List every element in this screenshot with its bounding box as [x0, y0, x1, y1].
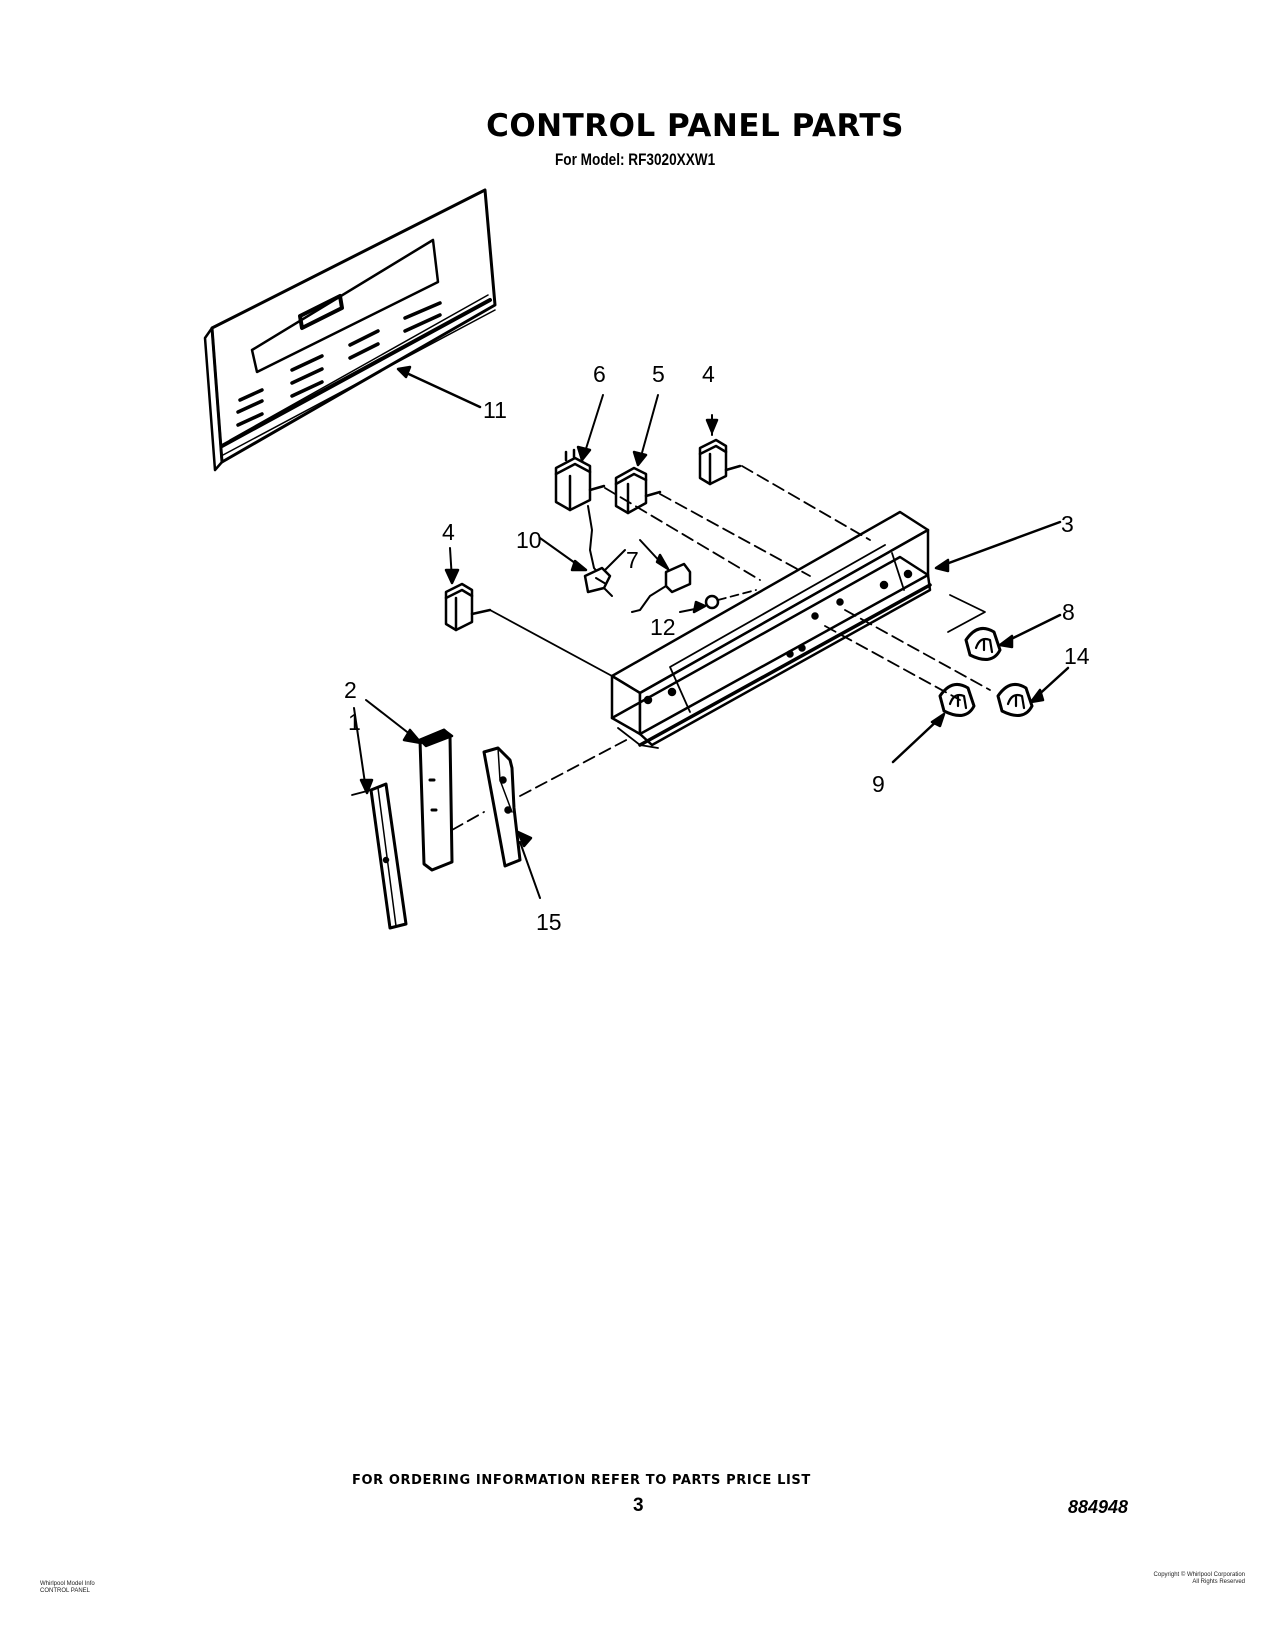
- part-8-knob: [964, 626, 1002, 661]
- alignment-line-left-switch: [489, 609, 613, 677]
- knob-8-bracket: [947, 594, 986, 633]
- part-10-light: [539, 537, 626, 597]
- part-6-infinite-switch: [554, 394, 606, 576]
- fine-print-left: Whirlpool Model Info CONTROL PANEL: [40, 1581, 95, 1595]
- part-4-switch-top: [698, 414, 742, 486]
- alignment-line-harness: [717, 589, 757, 601]
- model-subtitle: For Model: RF3020XXW1: [555, 150, 716, 169]
- ordering-info-text: FOR ORDERING INFORMATION REFER TO PARTS …: [352, 1473, 811, 1488]
- callout-5: 5: [652, 361, 665, 387]
- fine-print-right-line: Copyright © Whirlpool Corporation: [1153, 1572, 1245, 1578]
- fine-print-left-line: CONTROL PANEL: [40, 1588, 91, 1594]
- callout-14: 14: [1064, 643, 1090, 669]
- leader-11: [396, 365, 482, 409]
- callout-2: 2: [344, 677, 357, 703]
- callout-3: 3: [1061, 511, 1074, 537]
- callout-4-left: 4: [442, 519, 455, 545]
- callout-10: 10: [516, 527, 542, 553]
- callout-1: 1: [348, 709, 361, 735]
- page-title: CONTROL PANEL PARTS: [486, 108, 904, 144]
- part-2-bracket: [365, 699, 454, 872]
- part-12-bulb: [679, 594, 720, 614]
- callout-9: 9: [872, 771, 885, 797]
- callout-11: 11: [483, 397, 507, 423]
- leader-3: [934, 520, 1062, 573]
- part-1-end-cap: [351, 707, 408, 930]
- callout-4-top: 4: [702, 361, 715, 387]
- page-number: 3: [633, 1495, 644, 1516]
- part-11-console-panel: [203, 188, 497, 472]
- alignment-lines-top: [604, 465, 871, 581]
- part-14-knob: [996, 682, 1034, 717]
- callout-labels: 11 6 5 4 3 4 10 7 12 8 14 9 2 1 15: [344, 361, 1090, 935]
- part-5-switch: [614, 394, 662, 515]
- leaders-knobs: [891, 613, 1070, 764]
- part-4-switch-left: [444, 547, 492, 632]
- fine-print-right-line: All Rights Reserved: [1192, 1579, 1245, 1585]
- fine-print-right: Copyright © Whirlpool Corporation All Ri…: [1060, 1572, 1245, 1586]
- fine-print-left-line: Whirlpool Model Info: [40, 1581, 95, 1587]
- part-9-knob: [938, 682, 976, 717]
- document-number: 884948: [1068, 1497, 1129, 1517]
- callout-6: 6: [593, 361, 606, 387]
- callout-15: 15: [536, 909, 562, 935]
- callout-8: 8: [1062, 599, 1075, 625]
- callout-7: 7: [626, 547, 639, 573]
- part-15-end-cap: [482, 746, 541, 899]
- knob-alignment-lines: [824, 609, 991, 701]
- side-alignment-lines: [451, 737, 631, 831]
- callout-12: 12: [650, 614, 676, 640]
- part-3-control-bar: [610, 510, 932, 749]
- part-7-signal-light: [631, 539, 692, 613]
